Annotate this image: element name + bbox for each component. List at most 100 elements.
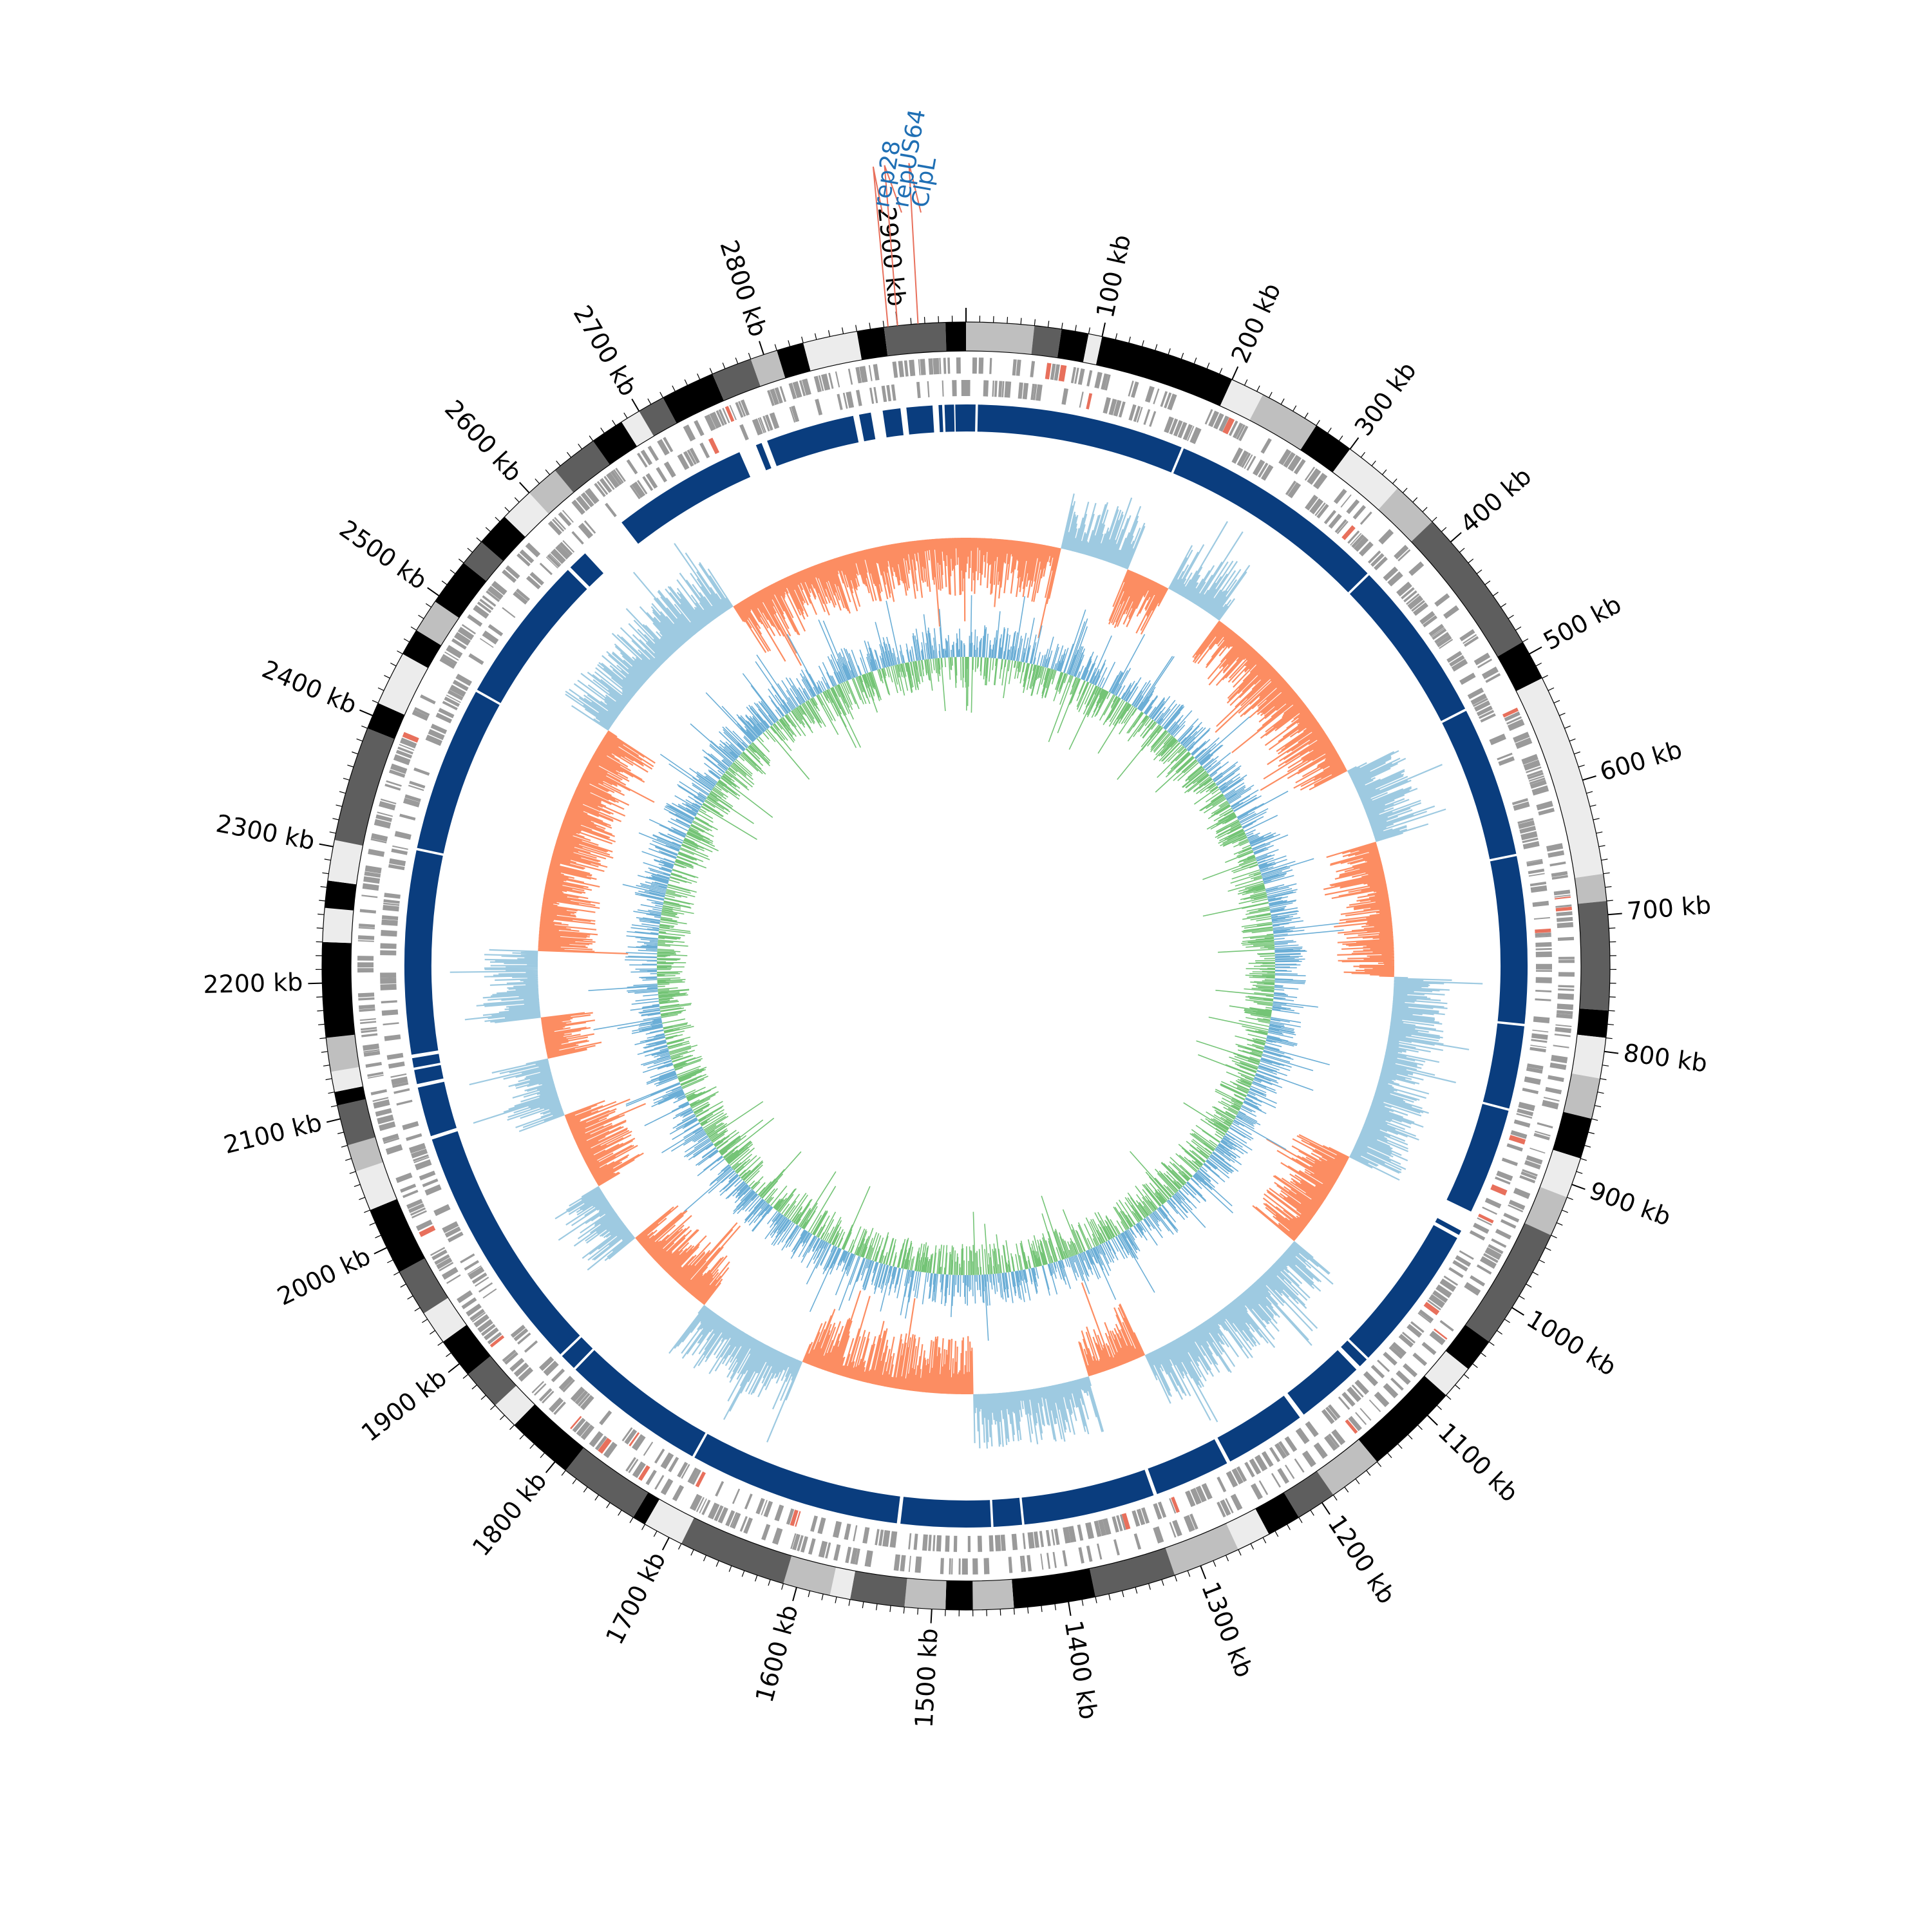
gene-feature	[1004, 381, 1012, 398]
gene-feature	[1476, 1264, 1492, 1275]
blast-hit-block	[1148, 1439, 1227, 1494]
gene-feature	[473, 605, 489, 619]
minor-tick	[345, 1158, 352, 1161]
major-tick	[1571, 1184, 1586, 1190]
gene-feature	[518, 1367, 533, 1382]
contig-segment	[504, 493, 549, 537]
gene-feature	[1480, 713, 1496, 723]
gene-feature	[1283, 451, 1296, 468]
blast-hit-block	[1349, 575, 1466, 721]
gene-feature	[487, 1332, 502, 1345]
gene-feature	[383, 905, 399, 912]
gene-feature	[933, 357, 940, 375]
gene-feature	[1027, 1531, 1035, 1549]
gene-feature	[704, 414, 716, 431]
gene-feature	[1374, 1391, 1390, 1407]
gene-feature	[363, 876, 381, 884]
gene-feature	[370, 1089, 387, 1095]
gene-feature	[413, 1154, 429, 1162]
gene-feature	[691, 1469, 701, 1485]
contig-segment	[1300, 425, 1350, 473]
minor-tick	[422, 1318, 428, 1323]
gene-feature	[400, 1184, 417, 1193]
minor-tick	[372, 700, 379, 704]
gene-feature	[382, 1133, 399, 1142]
gene-feature	[402, 1189, 419, 1198]
scale-label: 600 kb	[1596, 735, 1685, 786]
gene-feature	[1294, 1458, 1305, 1473]
gene-feature	[1533, 1016, 1550, 1023]
minor-tick	[1007, 317, 1009, 324]
gene-feature	[1434, 593, 1450, 607]
minor-tick	[1586, 791, 1593, 794]
minor-tick	[476, 537, 482, 542]
gene-feature	[856, 390, 862, 406]
gene-feature	[1302, 1450, 1316, 1468]
minor-tick	[330, 1105, 337, 1108]
gene-feature	[1558, 985, 1575, 988]
gene-feature	[730, 1511, 738, 1528]
gene-feature	[1351, 534, 1365, 549]
gene-feature	[444, 651, 459, 661]
blast-hit-block	[1287, 1350, 1357, 1415]
contig-segment	[326, 1034, 359, 1072]
gene-feature	[772, 1528, 783, 1545]
gene-feature	[873, 386, 878, 404]
minor-tick	[1596, 831, 1603, 834]
gene-feature	[605, 502, 617, 518]
gene-feature	[1406, 593, 1420, 605]
minor-tick	[1250, 1543, 1255, 1550]
minor-tick	[1161, 1579, 1164, 1586]
gene-feature	[1459, 629, 1475, 641]
gene-feature	[1406, 1323, 1423, 1338]
minor-tick	[1595, 1105, 1602, 1108]
scale-label: 2500 kb	[334, 515, 432, 595]
gene-feature	[1452, 1260, 1468, 1272]
gene-feature	[958, 1558, 961, 1575]
gene-feature	[1423, 1302, 1440, 1316]
gene-feature	[1526, 1066, 1543, 1074]
gene-feature	[1132, 1510, 1141, 1527]
gene-feature	[1316, 504, 1329, 519]
minor-tick	[1551, 1235, 1557, 1238]
gc-skew-negative	[656, 656, 1276, 1276]
gene-feature	[1477, 1217, 1492, 1226]
gene-feature	[1062, 1550, 1068, 1567]
gene-feature	[855, 366, 862, 384]
gene-feature	[1253, 459, 1265, 476]
gene-feature	[1495, 1229, 1511, 1240]
minor-tick	[480, 1395, 486, 1400]
contig-segment	[565, 1448, 649, 1518]
blast-hit-block	[944, 404, 955, 432]
gene-feature	[672, 1484, 685, 1502]
contig-segment	[1540, 1150, 1581, 1198]
minor-tick	[471, 1385, 477, 1390]
gene-feature	[409, 781, 426, 789]
gene-feature	[383, 899, 400, 904]
gc-skew-ring	[588, 595, 1344, 1341]
gene-feature	[1045, 1530, 1051, 1546]
gene-feature	[384, 893, 401, 899]
gene-feature	[799, 380, 806, 397]
contig-segment	[1577, 1009, 1609, 1038]
minor-tick	[1213, 1560, 1217, 1567]
blast-hit-block	[938, 404, 943, 432]
gene-feature	[740, 399, 750, 416]
gene-feature	[654, 1448, 665, 1464]
gene-feature	[1261, 1451, 1274, 1468]
minor-tick	[316, 996, 323, 998]
blast-hit-block	[575, 1350, 706, 1457]
gene-feature	[460, 1253, 475, 1264]
minor-tick	[1256, 385, 1260, 392]
gene-feature	[1167, 393, 1177, 411]
gene-feature	[599, 478, 612, 493]
major-tick	[792, 1587, 797, 1602]
gene-feature	[626, 459, 638, 475]
contig-segment	[803, 331, 862, 371]
gene-feature	[467, 1265, 482, 1275]
gene-feature	[1513, 801, 1530, 811]
blast-hit-block	[1349, 1225, 1457, 1358]
minor-tick	[629, 1517, 634, 1524]
gene-feature	[1548, 1075, 1564, 1083]
gene-feature	[1000, 1534, 1006, 1551]
